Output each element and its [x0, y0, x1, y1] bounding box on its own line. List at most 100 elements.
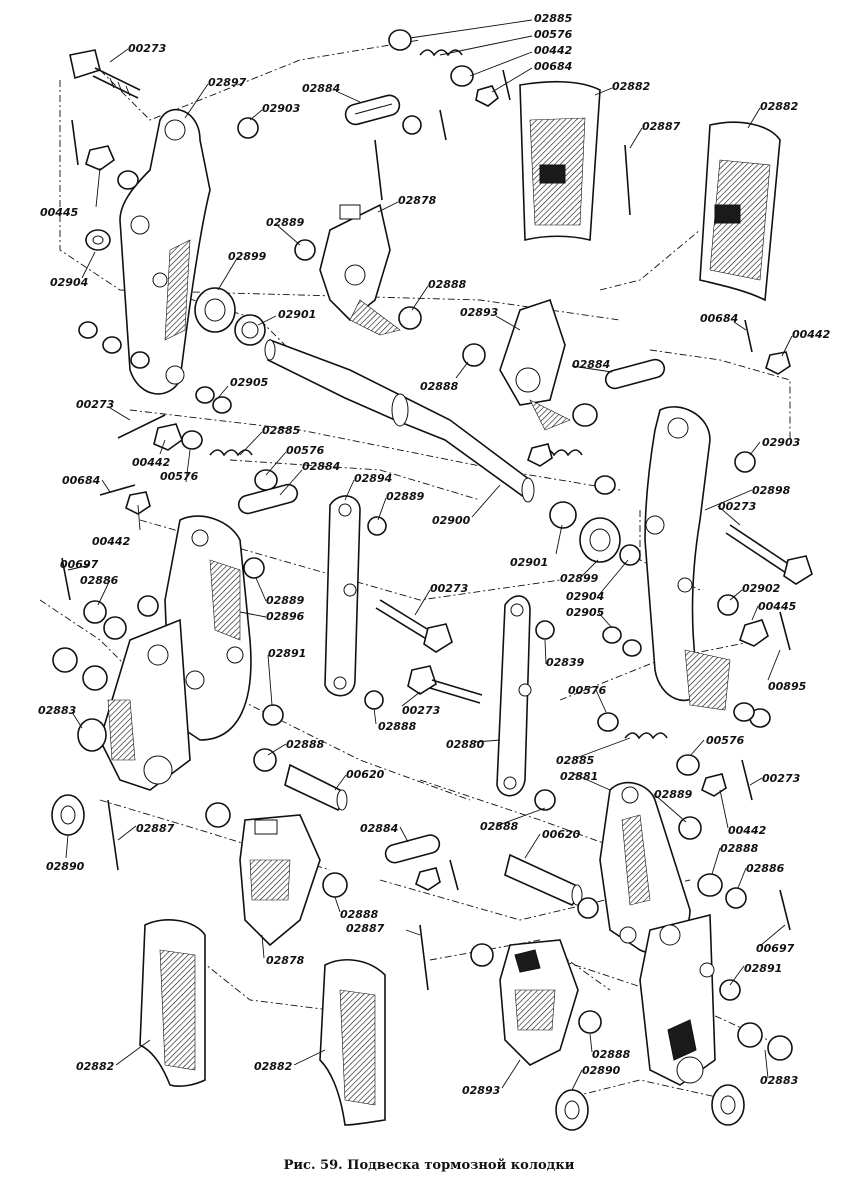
part-label: 02888 [592, 1048, 631, 1061]
part-label: 02878 [398, 194, 437, 207]
part-label: 02882 [760, 100, 799, 113]
part-label: 02886 [746, 862, 785, 875]
part-label: 02901 [510, 556, 548, 569]
part-label: 02905 [230, 376, 269, 389]
brake-block-02882-bottom-1 [139, 919, 206, 1087]
shoe-holder-02878-top [294, 139, 422, 336]
part-label: 00442 [132, 456, 171, 469]
part-label: 00442 [534, 44, 573, 57]
part-label: 02883 [38, 704, 77, 717]
part-label: 02885 [534, 12, 573, 25]
part-label: 02899 [228, 250, 267, 263]
shoe-holder-02893-right [462, 298, 598, 431]
part-label: 02882 [254, 1060, 293, 1073]
bolt-00273-top [69, 49, 141, 99]
part-label: 02902 [742, 582, 781, 595]
part-label: 00620 [346, 768, 385, 781]
part-label: 00576 [286, 444, 325, 457]
part-label: 00684 [700, 312, 738, 325]
part-label: 02888 [480, 820, 519, 833]
part-label: 00273 [128, 42, 167, 55]
pin-00620-left [284, 763, 348, 812]
part-label: 02891 [744, 962, 782, 975]
part-label: 02889 [386, 490, 425, 503]
part-label: 00697 [756, 942, 795, 955]
washers-left-cluster [51, 557, 159, 871]
part-label: 00576 [534, 28, 573, 41]
link-02884-right [604, 358, 666, 390]
part-label: 00576 [706, 734, 745, 747]
part-label: 00273 [430, 582, 469, 595]
part-label: 02893 [462, 1084, 501, 1097]
part-label: 00445 [758, 600, 797, 613]
part-label: 00442 [92, 535, 131, 548]
lever-02897 [119, 108, 211, 395]
link-02884-top [344, 94, 447, 141]
part-label: 02839 [546, 656, 585, 669]
part-label: 02887 [136, 822, 175, 835]
part-label: 02884 [360, 822, 398, 835]
plate-02896 [164, 515, 252, 741]
nut-washer-right [717, 594, 791, 651]
part-label: 02886 [80, 574, 119, 587]
part-label: 02889 [266, 216, 305, 229]
part-label: 02903 [762, 436, 801, 449]
part-label: 02903 [262, 102, 301, 115]
lever-02898 [644, 406, 756, 711]
part-label: 02891 [268, 647, 306, 660]
part-label: 02882 [76, 1060, 115, 1073]
part-label: 00442 [792, 328, 831, 341]
yoke-02883-left [77, 618, 191, 791]
bushing-02899-right [549, 501, 642, 657]
part-label: 02885 [556, 754, 595, 767]
part-label: 02884 [572, 358, 610, 371]
split-pin-02887-top [624, 144, 631, 216]
part-label: 00697 [60, 558, 99, 571]
part-label: 00684 [62, 474, 100, 487]
bolt-00273-middle [375, 599, 453, 653]
part-label: 02900 [432, 514, 471, 527]
bushing-02899 [194, 287, 266, 414]
pin-00620-right [504, 853, 599, 919]
figure-caption: Рис. 59. Подвеска тормозной колодки [283, 1158, 575, 1173]
part-label: 02881 [560, 770, 598, 783]
part-labels: 00273 02897 02903 00445 02904 02884 0288… [38, 12, 831, 1097]
part-label: 00273 [402, 704, 441, 717]
bolt-00273-right [725, 524, 813, 585]
part-label: 02888 [720, 842, 759, 855]
part-label: 02890 [582, 1064, 621, 1077]
part-label: 02888 [428, 278, 467, 291]
part-label: 00895 [768, 680, 807, 693]
spring-set-middle [99, 414, 616, 515]
spring-set-top [388, 29, 511, 107]
part-label: 02897 [208, 76, 247, 89]
pin-nut-right [744, 319, 791, 375]
part-label: 02887 [642, 120, 681, 133]
part-label: 00273 [76, 398, 115, 411]
part-label: 02888 [286, 738, 325, 751]
split-pin-02887-bottom [419, 924, 429, 991]
part-label: 02888 [420, 380, 459, 393]
part-label: 02905 [566, 606, 605, 619]
part-label: 02899 [560, 572, 599, 585]
shaft-02900 [264, 338, 535, 503]
part-label: 02889 [266, 594, 305, 607]
part-label: 00684 [534, 60, 572, 73]
nut-washer-left [71, 117, 259, 369]
link-02884-lower [384, 834, 459, 891]
part-label: 02901 [278, 308, 316, 321]
part-label: 02884 [302, 82, 340, 95]
part-label: 02904 [50, 276, 88, 289]
link-02880 [496, 595, 556, 811]
part-label: 02890 [46, 860, 85, 873]
parts [51, 29, 813, 1131]
part-label: 02885 [262, 424, 301, 437]
shoe-holder-02878-bottom [205, 802, 348, 947]
brake-block-02882-top-1 [519, 80, 601, 242]
washers-plate [243, 516, 387, 772]
brake-block-02882-bottom-2 [319, 959, 386, 1126]
part-label: 02887 [346, 922, 385, 935]
part-label: 02898 [752, 484, 791, 497]
bolt-00273-lower [407, 665, 483, 704]
